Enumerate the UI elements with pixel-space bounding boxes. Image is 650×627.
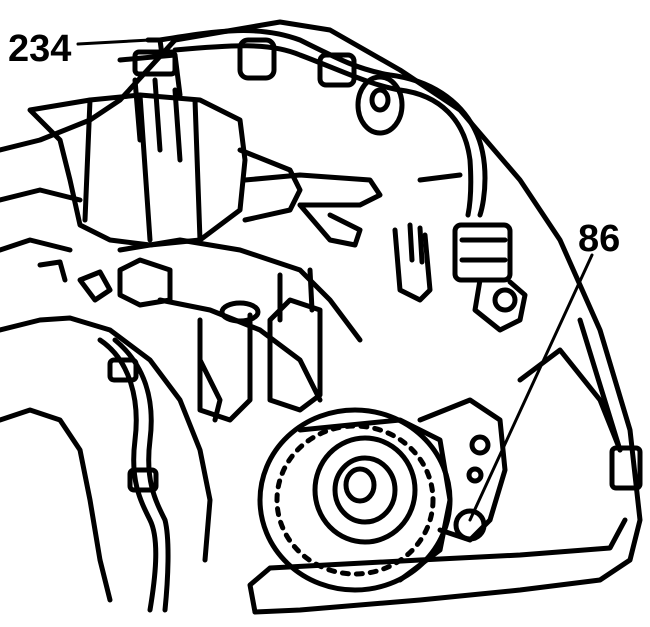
leader-line-86 — [468, 253, 594, 522]
upper-harness — [157, 28, 488, 218]
shaft-assembly — [37, 257, 323, 423]
callout-label-86: 86 — [578, 218, 621, 260]
leader-line-234 — [76, 38, 152, 46]
gear-ring — [257, 407, 453, 593]
upper-module — [0, 37, 383, 253]
left-hose — [97, 337, 223, 613]
callout-label-234: 234 — [8, 28, 72, 70]
speed-sensor — [392, 222, 528, 333]
